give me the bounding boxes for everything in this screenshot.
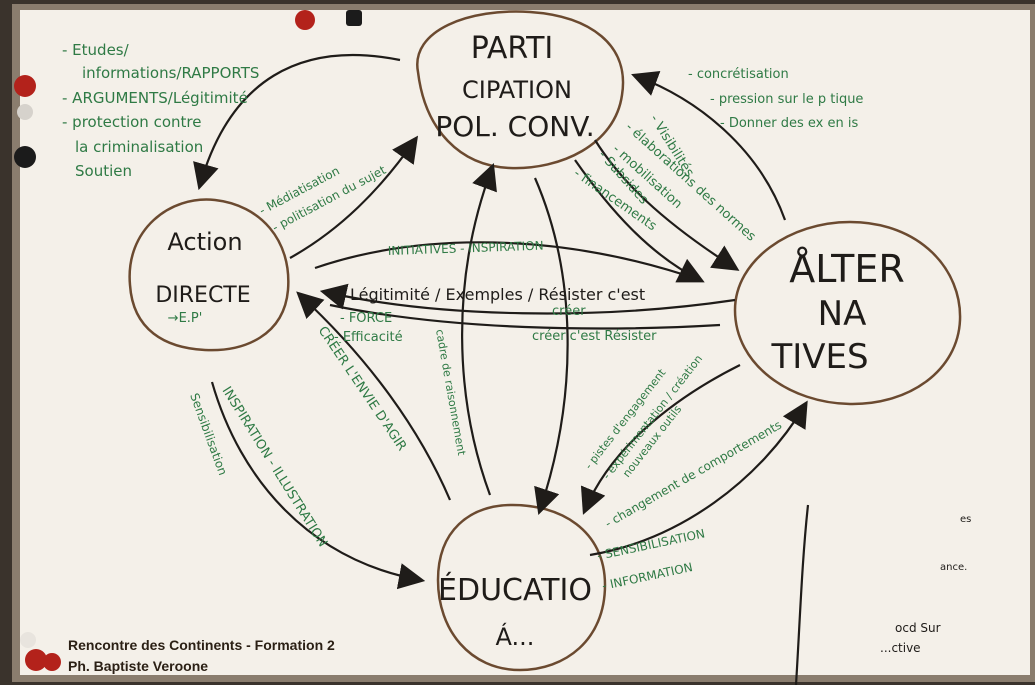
arrow-creer-resister [329,303,721,330]
arrow-participation-to-education [533,177,569,516]
magnet-white-icon [17,104,33,120]
node-education-circle [436,503,607,672]
magnet-red-icon [295,10,315,30]
note-top-right-2: - pression sur le p tique [710,92,863,107]
node-action-line-1: Action [167,228,242,256]
note-legitimite: Légitimité / Exemples / Résister c'est [350,285,645,304]
node-education-line-1: ÉDUCATIO [438,572,592,608]
note-top-right-3: - Donner des ex en is [720,116,858,131]
note-creer: créer [552,304,586,319]
arrow-alternatives-to-participation [631,71,787,221]
node-participation-circle [416,10,625,170]
arrow-alternatives-to-action [319,283,736,315]
arrow-participation-to-alternatives-1 [594,139,740,271]
note-bottom-right-2: ...ctive [880,641,921,655]
magnet-red-icon [43,653,61,671]
board-glare [20,10,1030,675]
photo-credit-line-2: Ph. Baptiste Veroone [68,658,209,674]
note-small-right-2: ance. [940,562,967,573]
board-line-right [794,504,810,685]
node-alternatives-line-1: ÅLTER [789,247,905,291]
node-alternatives-circle [733,220,962,406]
arrow-participation-to-action [193,53,401,191]
node-action-line-2: DIRECTE [155,283,250,308]
node-participation-line-1: PARTI [471,31,554,66]
note-top-left-5: la criminalisation [75,138,203,156]
node-participation-line-2: CIPATION [462,76,572,104]
note-initiatives: INITIATIVES - INSPIRATION [388,239,544,258]
arrow-education-to-action [296,291,452,501]
note-efficacite: - Efficacité [334,330,403,345]
node-action-circle [128,198,290,352]
note-top-left-6: Soutien [75,162,132,180]
photo-credit-line-1: Rencontre des Continents - Formation 2 [68,637,335,653]
node-participation-line-3: POL. CONV. [435,110,594,143]
node-alternatives-line-3: TIVES [770,337,868,377]
note-creer-resister: créer c'est Résister [532,329,657,344]
arrow-initiatives [314,241,701,282]
note-bottom-right-1: ocd Sur [895,621,941,635]
magnet-black-icon [346,10,362,26]
arrow-participation-to-alternatives-2 [574,159,705,283]
arrow-education-to-alternatives [589,400,808,557]
magnet-red-icon [14,75,36,97]
note-top-left-3: - ARGUMENTS/Légitimité [62,89,248,107]
node-action-line-3: →E.P' [168,311,203,326]
arrow-alternatives-to-education [580,364,741,515]
note-top-left-4: - protection contre [62,113,201,131]
magnet-white-icon [20,632,36,648]
note-top-left-2: informations/RAPPORTS [82,64,259,82]
node-education-line-2: Á... [496,622,535,651]
note-top-left-1: - Etudes/ [62,41,130,59]
arrow-action-to-participation [289,135,419,259]
magnet-black-icon [14,146,36,168]
arrow-education-to-participation [461,163,497,496]
arrow-action-to-education [210,381,426,590]
magnet-red-icon [25,649,47,671]
note-small-right-1: es [960,514,971,525]
node-alternatives-line-2: NA [818,294,867,334]
note-top-right-1: - concrétisation [688,67,789,82]
board-surface [20,10,1030,675]
note-force: - FORCE [340,311,392,326]
